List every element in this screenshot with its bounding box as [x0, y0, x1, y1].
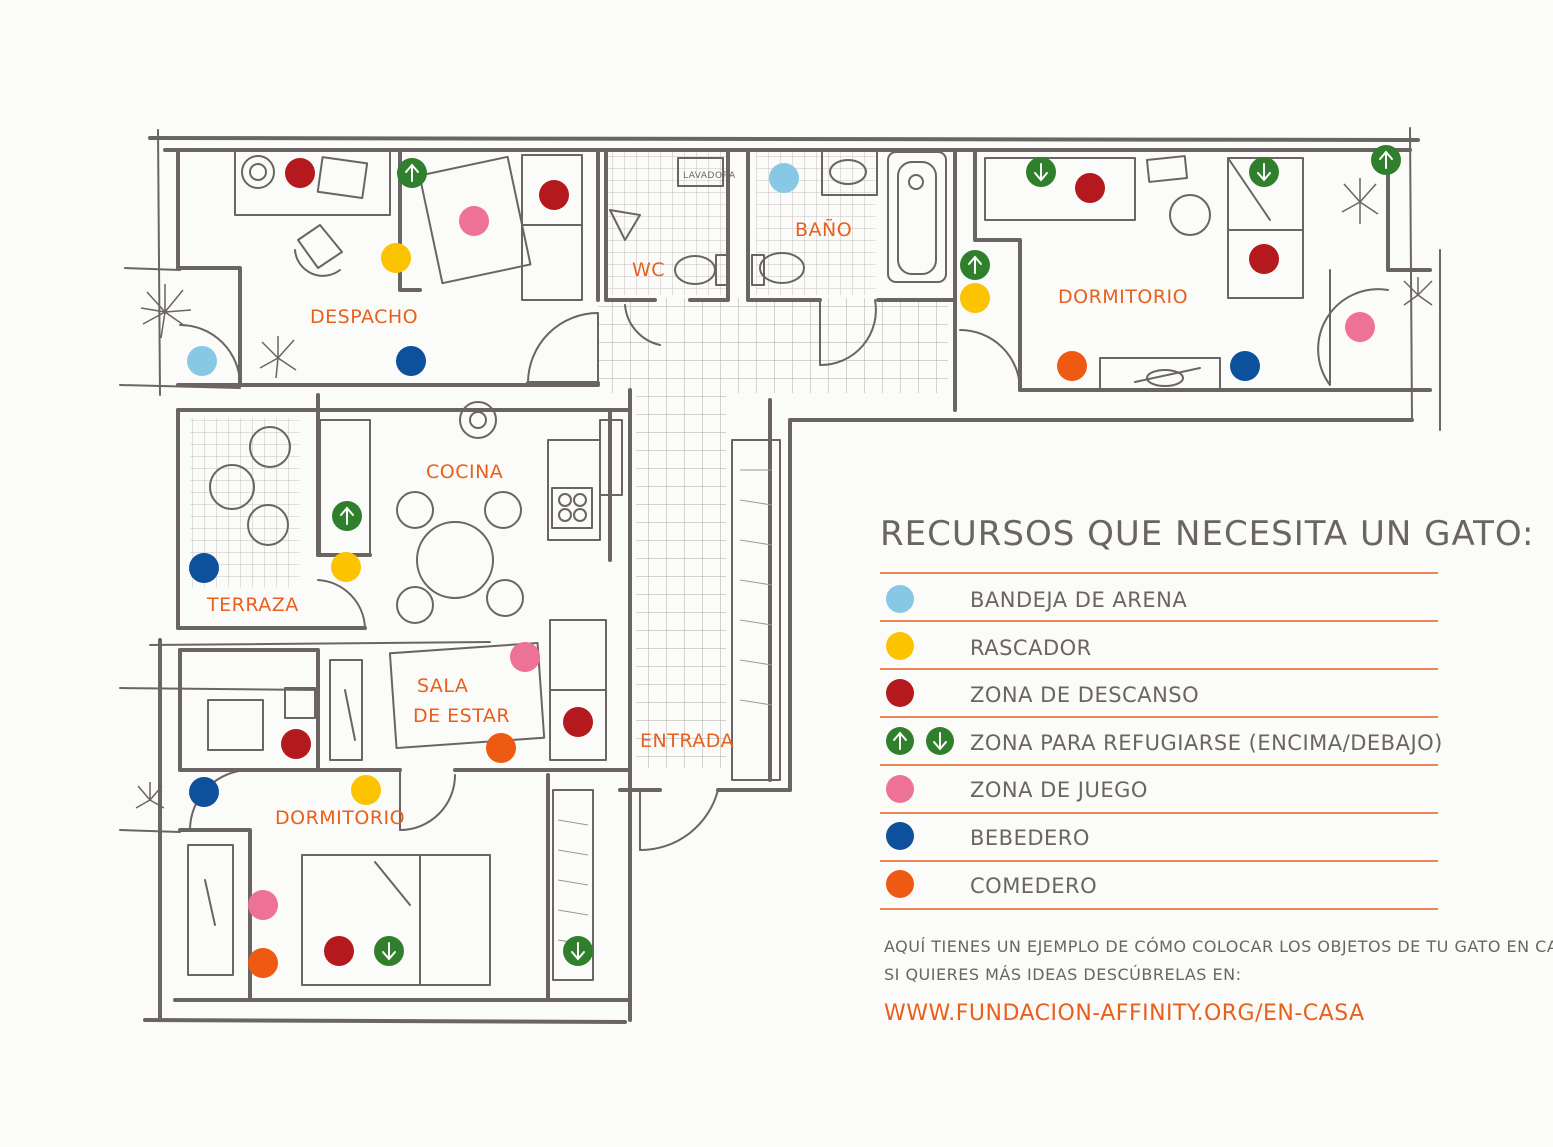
arrow-up-icon [332, 501, 362, 531]
footer-line-1: AQUÍ TIENES UN EJEMPLO DE CÓMO COLOCAR L… [884, 937, 1553, 956]
rest-marker [1075, 173, 1105, 203]
furniture [187, 149, 1304, 986]
footer-line-2: SI QUIERES MÁS IDEAS DESCÚBRELAS EN: [884, 965, 1242, 984]
room-label-despacho: DESPACHO [310, 306, 418, 328]
food-marker [248, 948, 278, 978]
legend-label: ZONA DE JUEGO [970, 778, 1148, 802]
legend-item-rest: ZONA DE DESCANSO [880, 679, 1438, 718]
water-marker [1230, 351, 1260, 381]
scratcher-marker [351, 775, 381, 805]
legend-item-water: BEBEDERO [880, 822, 1438, 862]
plant-icon [259, 336, 297, 379]
water-marker [396, 346, 426, 376]
room-label-bano: BAÑO [795, 218, 852, 241]
rest-marker [1249, 244, 1279, 274]
arrow-down-icon [1249, 157, 1279, 187]
resource-markers [187, 145, 1401, 978]
legend-item-food: COMEDERO [880, 870, 1438, 910]
doors [179, 269, 1389, 852]
legend-label: ZONA PARA REFUGIARSE (ENCIMA/DEBAJO) [970, 731, 1443, 755]
arrow-up-icon [960, 250, 990, 280]
legend-label: COMEDERO [970, 874, 1097, 898]
play-marker [459, 206, 489, 236]
play-marker [510, 642, 540, 672]
arrow-down-icon [374, 936, 404, 966]
arrow-up-icon [886, 727, 914, 755]
litter-marker [769, 163, 799, 193]
legend-label: RASCADOR [970, 636, 1092, 660]
scratcher-marker [331, 552, 361, 582]
play-marker [248, 890, 278, 920]
room-label-sala-line1: SALA [417, 675, 468, 697]
room-label-wc: WC [632, 259, 665, 281]
rest-marker [324, 936, 354, 966]
legend-label: BANDEJA DE ARENA [970, 588, 1187, 612]
room-label-sala-line2: DE ESTAR [413, 705, 510, 727]
plant-icon [1403, 277, 1433, 306]
legend: RECURSOS QUE NECESITA UN GATO: BANDEJA D… [880, 514, 1534, 910]
food-marker [1057, 351, 1087, 381]
floor-tiles [190, 150, 948, 768]
rest-marker [563, 707, 593, 737]
food-marker [486, 733, 516, 763]
arrow-up-icon [397, 158, 427, 188]
rest-marker-icon [886, 679, 914, 707]
room-label-terraza: TERRAZA [206, 594, 299, 616]
footer-link[interactable]: WWW.FUNDACION-AFFINITY.ORG/EN-CASA [884, 1001, 1365, 1026]
legend-item-refuge: ZONA PARA REFUGIARSE (ENCIMA/DEBAJO) [880, 727, 1443, 766]
legend-title: RECURSOS QUE NECESITA UN GATO: [880, 514, 1534, 554]
label-lavadora: LAVADORA [683, 171, 736, 181]
litter-marker-icon [886, 585, 914, 613]
plant-icon [135, 782, 165, 809]
footer: AQUÍ TIENES UN EJEMPLO DE CÓMO COLOCAR L… [884, 937, 1553, 1026]
room-label-cocina: COCINA [426, 461, 503, 483]
water-marker [189, 553, 219, 583]
plant-icon [140, 284, 192, 339]
play-marker [1345, 312, 1375, 342]
rest-marker [539, 180, 569, 210]
water-marker [189, 777, 219, 807]
scratcher-marker-icon [886, 632, 914, 660]
arrow-down-icon [1026, 157, 1056, 187]
arrow-up-icon [1371, 145, 1401, 175]
food-marker-icon [886, 870, 914, 898]
litter-marker [187, 346, 217, 376]
legend-item-scratcher: RASCADOR [880, 632, 1438, 670]
water-marker-icon [886, 822, 914, 850]
scratcher-marker [381, 243, 411, 273]
arrow-down-icon [563, 936, 593, 966]
room-label-dormitorio-top: DORMITORIO [1058, 286, 1188, 308]
legend-item-litter: BANDEJA DE ARENA [880, 585, 1438, 622]
legend-item-play: ZONA DE JUEGO [880, 775, 1438, 814]
play-marker-icon [886, 775, 914, 803]
room-label-dormitorio-bottom: DORMITORIO [275, 807, 405, 829]
plants [135, 178, 1433, 809]
rest-marker [285, 158, 315, 188]
rest-marker [281, 729, 311, 759]
legend-label: BEBEDERO [970, 826, 1090, 850]
legend-label: ZONA DE DESCANSO [970, 683, 1199, 707]
room-label-entrada: ENTRADA [640, 730, 734, 752]
scratcher-marker [960, 283, 990, 313]
room-labels: DESPACHO WC LAVADORA BAÑO DORMITORIO COC… [206, 171, 1188, 829]
plant-icon [1341, 178, 1379, 224]
arrow-down-icon [926, 727, 954, 755]
